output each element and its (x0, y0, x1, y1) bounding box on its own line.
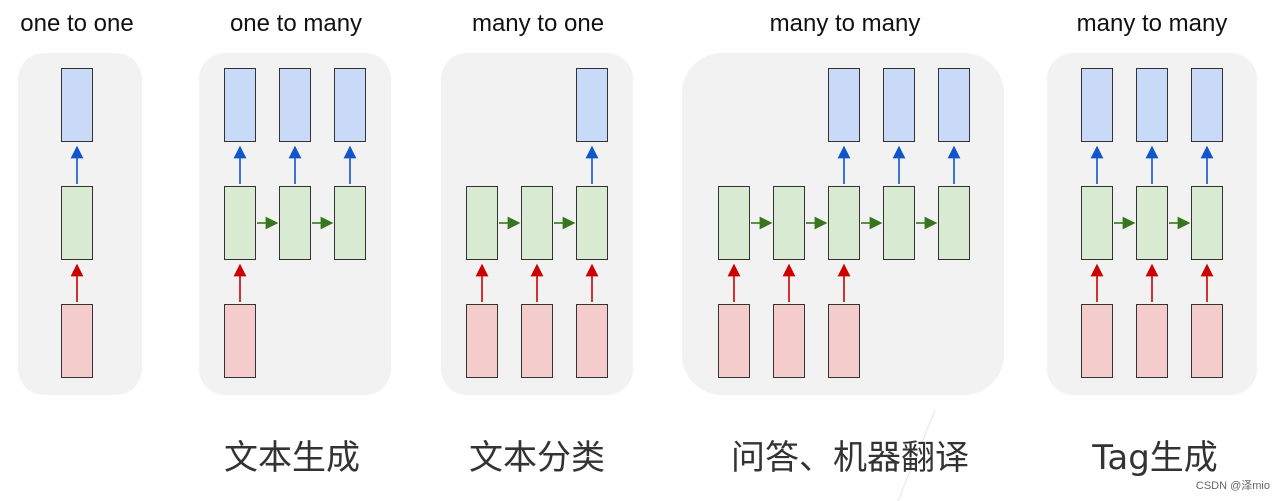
input-box (466, 304, 498, 378)
hidden-box (828, 186, 860, 260)
hidden-box (1081, 186, 1113, 260)
panel-caption: Tag生成 (1092, 438, 1218, 478)
hidden-box (938, 186, 970, 260)
hidden-box (466, 186, 498, 260)
input-box (521, 304, 553, 378)
output-box (334, 68, 366, 142)
hidden-box (773, 186, 805, 260)
output-box (828, 68, 860, 142)
hidden-box (1191, 186, 1223, 260)
input-box (828, 304, 860, 378)
input-box (61, 304, 93, 378)
output-box (1191, 68, 1223, 142)
panel-title: many to many (1076, 10, 1228, 37)
panel-title: one to many (229, 10, 363, 37)
panel-title: one to one (20, 10, 134, 37)
hidden-box (1136, 186, 1168, 260)
output-box (883, 68, 915, 142)
input-box (1081, 304, 1113, 378)
hidden-box (334, 186, 366, 260)
hidden-box (224, 186, 256, 260)
panel-caption: 文本生成 (224, 438, 360, 478)
panel-caption: 文本分类 (469, 438, 605, 478)
output-box (576, 68, 608, 142)
output-box (61, 68, 93, 142)
output-box (1081, 68, 1113, 142)
input-box (1191, 304, 1223, 378)
watermark: CSDN @泽mio (1195, 480, 1270, 492)
hidden-box (883, 186, 915, 260)
panel-title: many to one (471, 10, 605, 37)
input-box (224, 304, 256, 378)
output-box (938, 68, 970, 142)
panel-title: many to many (769, 10, 921, 37)
hidden-box (521, 186, 553, 260)
input-arrows (70, 263, 1214, 302)
output-box (279, 68, 311, 142)
panel-caption: 问答、机器翻译 (731, 438, 969, 478)
hidden-box (61, 186, 93, 260)
hidden-box (718, 186, 750, 260)
output-box (224, 68, 256, 142)
input-box (576, 304, 608, 378)
output-arrows (70, 145, 1214, 184)
input-box (718, 304, 750, 378)
output-box (1136, 68, 1168, 142)
hidden-box (576, 186, 608, 260)
input-box (1136, 304, 1168, 378)
input-box (773, 304, 805, 378)
decorative-line (897, 409, 936, 501)
hidden-box (279, 186, 311, 260)
